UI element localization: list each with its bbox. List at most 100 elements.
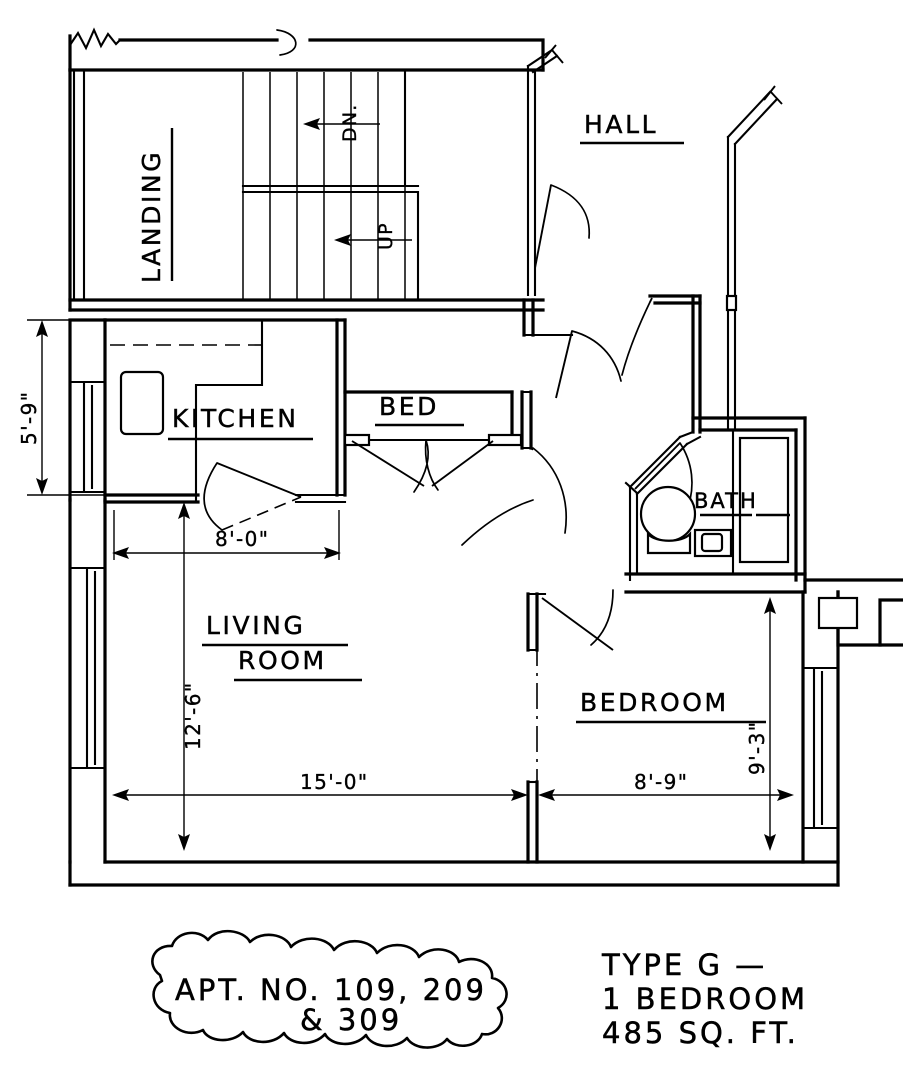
bedroom-door-leaf [541, 597, 614, 651]
dim-arrow-up [178, 502, 190, 519]
landing-left-wall [72, 68, 86, 302]
bedroom-door-pier [526, 592, 539, 652]
toilet-bowl [646, 531, 692, 555]
toilet-tank [639, 485, 697, 543]
kitchen-door-leaf [216, 462, 302, 498]
dim-arrow-down [36, 478, 48, 495]
hall-living-door-leaf [555, 330, 573, 399]
bedroom-block: BEDROOM [526, 578, 903, 887]
lavatory-basin [700, 532, 724, 553]
exterior-notch [803, 578, 903, 647]
dim-text-living-depth: 12'-6" [181, 682, 205, 751]
closet-door-track-right [487, 433, 523, 447]
bedroom-door [541, 589, 614, 651]
bath-top-wall [691, 416, 807, 432]
closet-right-pier [520, 390, 533, 450]
lavatory-icon [693, 528, 733, 558]
closet-door-panel-left [351, 440, 425, 487]
bath-left-wall [628, 485, 639, 582]
kitchen-window [68, 380, 107, 494]
kitchen-door-dashed-leaf [221, 496, 302, 531]
room-label-hall: HALL [584, 110, 658, 139]
type-block-line-3: 485 SQ. FT. [602, 1016, 799, 1050]
hall-angle-wall [726, 90, 779, 146]
top-outer-wall [68, 34, 545, 72]
living-window-frame [85, 568, 97, 768]
type-block-line-1: TYPE G — [601, 948, 767, 982]
hall-living-door-swing [571, 330, 622, 382]
bath-angle-wall [628, 435, 689, 496]
hall-corridor-door-leaf [649, 297, 653, 303]
kitchen-left-exterior-wall [68, 318, 107, 502]
landing-hall-door [534, 184, 591, 269]
stair-dn-arrow-head [303, 118, 320, 130]
living-room-block: LIVING ROOM [68, 498, 840, 887]
bed-label-group: BED [375, 392, 464, 427]
dimension-kitchen-width: 8'-0" [112, 510, 341, 560]
kitchen-door-jamb [294, 493, 347, 504]
central-hall-doors [461, 294, 702, 546]
kitchen-block: KITCHEN [68, 318, 347, 531]
entry-door [526, 44, 564, 297]
kitchen-label-group: KITCHEN [168, 404, 313, 441]
kitchen-right-wall [335, 318, 347, 497]
bathtub-icon [738, 436, 790, 564]
living-hall-door-leaf [531, 447, 534, 451]
stair-up-label: UP [375, 222, 397, 250]
dim-text-living-width: 15'-0" [300, 770, 369, 794]
dim-arrow-right [324, 547, 341, 559]
bedroom-door-pier-cap [526, 592, 547, 652]
living-room-label-group: LIVING ROOM [202, 611, 362, 682]
type-block: TYPE G — 1 BEDROOM 485 SQ. FT. [601, 948, 808, 1051]
room-label-living-line1: LIVING [206, 611, 305, 640]
refrigerator-icon [119, 370, 165, 436]
closet-door-hinge-arc [413, 439, 439, 493]
cloud-bubble-outline [151, 929, 508, 1049]
kitchen-door [203, 462, 302, 531]
closet-right-pier-cap [520, 390, 533, 450]
corridor-wall-vertical [691, 294, 702, 434]
dim-arrow-down [178, 834, 190, 851]
bath-bottom-wall [624, 572, 807, 594]
dimension-bedroom-depth: 9'-3" [745, 597, 776, 851]
bedroom-window [801, 666, 840, 830]
living-window-ends [68, 566, 107, 770]
stairs-upper-flight [241, 70, 420, 302]
exterior-unit-box [817, 596, 859, 630]
landing-hall-door-swing [550, 184, 591, 239]
break-symbol-arc [276, 29, 297, 56]
toilet-icon [639, 485, 697, 555]
entry-door-jamb [526, 48, 559, 74]
dim-arrow-up [764, 597, 776, 614]
room-label-kitchen: KITCHEN [172, 404, 299, 433]
type-block-line-2: 1 BEDROOM [602, 982, 808, 1016]
hall-corridor-door [621, 294, 702, 434]
hall-label-group: HALL [580, 110, 684, 145]
room-label-landing: LANDING [137, 150, 166, 283]
landing-stair-block: LANDING DN. UP [68, 27, 783, 432]
bedroom-divider-pier [526, 780, 539, 864]
dimension-living-depth: 12'-6" [178, 502, 205, 851]
dim-arrow-up [36, 320, 48, 337]
dim-arrow-left [112, 789, 129, 801]
stair-up-arrow-head [334, 234, 351, 246]
hall-wall-notch [725, 294, 738, 312]
kitchen-door-swing [203, 462, 223, 531]
stair-dn-label: DN. [339, 104, 361, 142]
living-hall-door-swing [532, 447, 567, 534]
room-label-bedroom: BEDROOM [580, 688, 729, 717]
dim-arrow-right [777, 789, 794, 801]
closet-door-panel-right [431, 440, 494, 487]
break-line-left [68, 27, 122, 51]
bath-angle-jog [678, 430, 702, 446]
stair-down-indicator: DN. [303, 103, 380, 142]
apartment-tag-cloud: APT. NO. 109, 209 & 309 [151, 929, 508, 1049]
stair-up-indicator: UP [334, 222, 412, 250]
dim-text-kitchen-depth: 5'-9" [17, 391, 41, 445]
closet-doors [343, 433, 523, 493]
hall-pier-left-cap [522, 298, 574, 337]
bedroom-window-ends [801, 666, 840, 830]
landing-hall-door-leaf [534, 184, 552, 269]
hall-pier-left [522, 298, 535, 337]
